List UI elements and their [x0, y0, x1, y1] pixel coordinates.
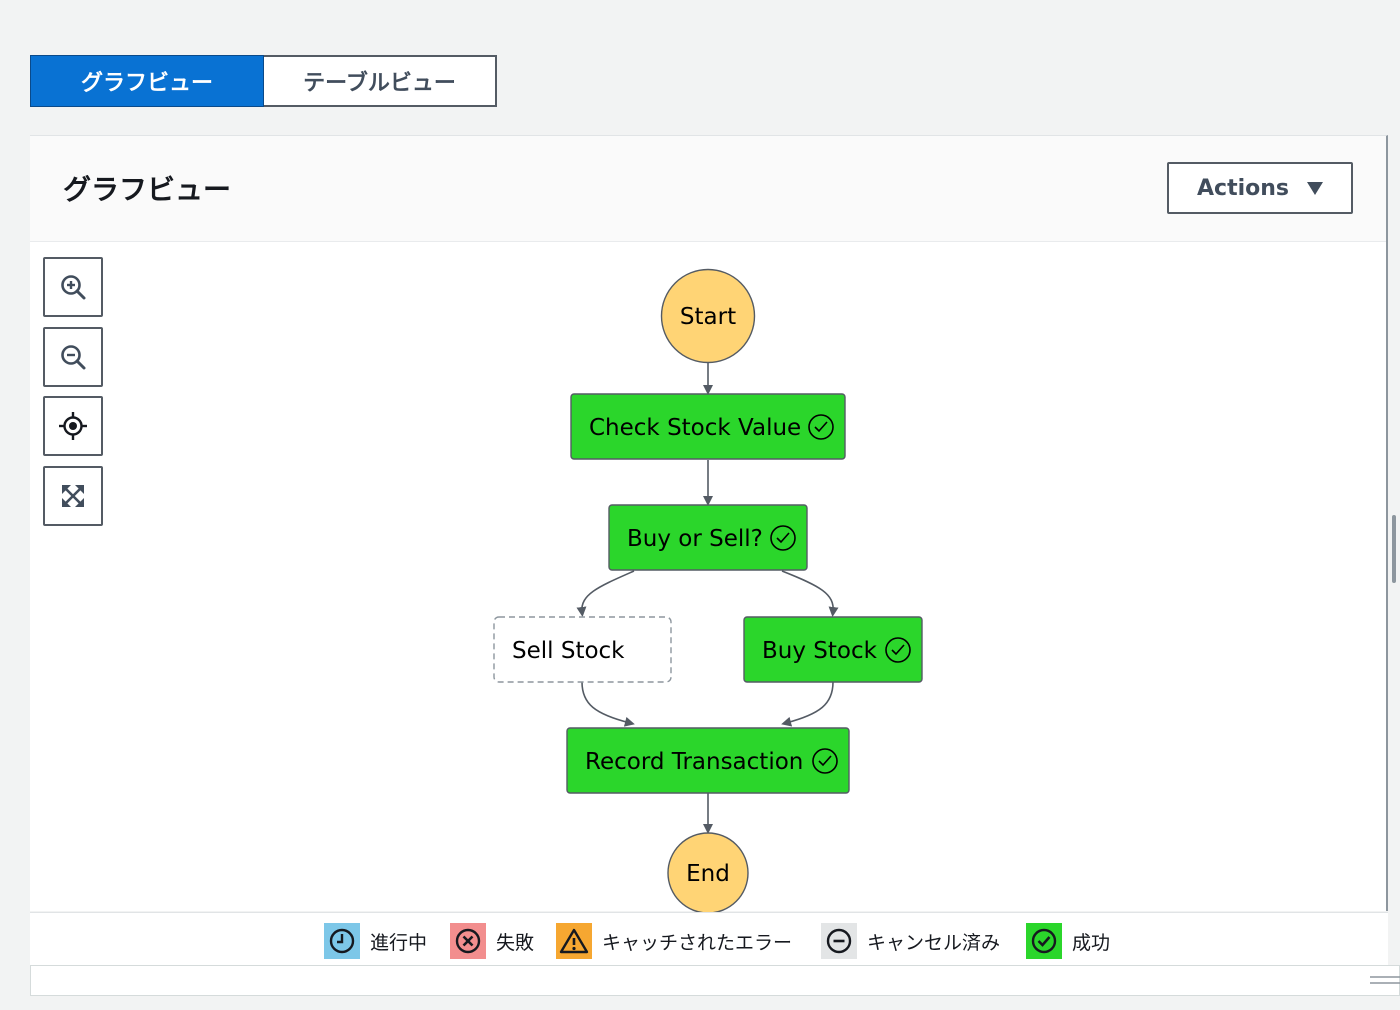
edge-buy-record — [781, 681, 834, 727]
success-check-icon — [770, 525, 796, 551]
state-label: Record Transaction — [585, 749, 803, 775]
legend-caught-error: キャッチされたエラー — [556, 923, 792, 959]
edge-choice-sell — [576, 570, 635, 617]
expand-icon — [62, 485, 84, 507]
start-label: Start — [680, 304, 736, 330]
zoom-out-button[interactable] — [43, 327, 103, 387]
end-node[interactable]: End — [667, 832, 749, 912]
legend-label: キャンセル済み — [867, 931, 1001, 954]
caret-down-icon — [1307, 181, 1323, 195]
state-label: Sell Stock — [512, 638, 625, 664]
minus-circle-icon — [821, 923, 857, 959]
check-circle-icon — [1026, 923, 1062, 959]
start-node[interactable]: Start — [660, 268, 756, 364]
legend-label: キャッチされたエラー — [602, 931, 793, 954]
resize-grip-icon[interactable] — [1370, 975, 1400, 985]
table-view-tab[interactable]: テーブルビュー — [264, 55, 497, 107]
panel-header: グラフビュー Actions — [30, 136, 1386, 242]
state-machine-graph: Start Check Stock Value Buy or Sell? Sel… — [493, 268, 923, 912]
legend-failed: 失敗 — [450, 923, 534, 959]
state-label: Check Stock Value — [589, 415, 801, 441]
panel-footer-bar — [30, 965, 1400, 996]
x-circle-icon — [450, 923, 486, 959]
crosshair-icon — [59, 412, 87, 440]
graph-panel: グラフビュー Actions — [30, 135, 1388, 912]
state-buy-stock[interactable]: Buy Stock — [743, 616, 923, 683]
zoom-in-button[interactable] — [43, 257, 103, 317]
edge-choice-buy — [781, 570, 839, 617]
legend-label: 失敗 — [496, 931, 535, 954]
state-label: Buy Stock — [762, 638, 878, 664]
end-label: End — [686, 861, 730, 887]
status-legend: 進行中 失敗 キャッチされたエラー キャンセル済み 成功 — [30, 912, 1388, 965]
actions-dropdown-button[interactable]: Actions — [1167, 162, 1353, 214]
success-check-icon — [885, 637, 911, 663]
state-buy-or-sell[interactable]: Buy or Sell? — [608, 504, 808, 571]
success-check-icon — [808, 414, 834, 440]
fit-to-screen-button[interactable] — [43, 466, 103, 526]
warning-icon — [556, 923, 592, 959]
legend-cancelled: キャンセル済み — [821, 923, 1000, 959]
legend-label: 成功 — [1072, 931, 1111, 954]
actions-label: Actions — [1197, 175, 1289, 201]
legend-label: 進行中 — [370, 931, 428, 954]
edge-sell-record — [581, 681, 635, 727]
graph-view-tab[interactable]: グラフビュー — [30, 55, 264, 107]
scrollbar-thumb[interactable] — [1392, 515, 1396, 583]
zoom-out-icon — [61, 345, 86, 370]
legend-in-progress: 進行中 — [324, 923, 427, 959]
legend-succeeded: 成功 — [1026, 923, 1110, 959]
success-check-icon — [812, 748, 838, 774]
panel-title: グラフビュー — [63, 173, 232, 206]
state-label: Buy or Sell? — [627, 526, 763, 552]
view-toggle: グラフビュー テーブルビュー — [30, 55, 497, 107]
state-sell-stock[interactable]: Sell Stock — [493, 616, 672, 683]
state-check-stock-value[interactable]: Check Stock Value — [570, 393, 846, 460]
center-graph-button[interactable] — [43, 396, 103, 456]
clock-icon — [324, 923, 360, 959]
zoom-in-icon — [61, 275, 86, 300]
state-record-transaction[interactable]: Record Transaction — [566, 727, 850, 794]
